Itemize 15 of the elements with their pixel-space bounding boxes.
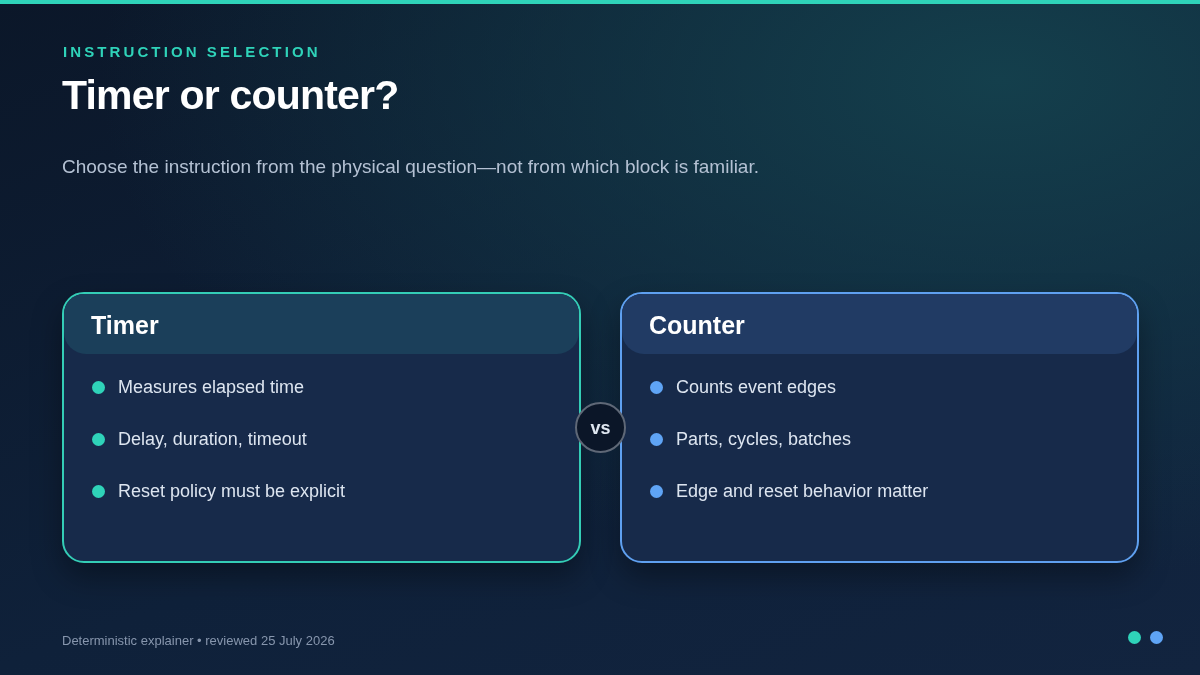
bullet-text: Reset policy must be explicit	[118, 480, 346, 502]
slide-title: Timer or counter?	[62, 71, 399, 120]
bullet-text: Counts event edges	[676, 376, 837, 398]
bullet-text: Measures elapsed time	[118, 376, 305, 398]
card-heading: Timer	[91, 310, 159, 340]
comparison-card	[62, 292, 581, 563]
subtitle: Choose the instruction from the physical question—not from which block is familiar.	[62, 155, 759, 179]
comparison-card	[620, 292, 1139, 563]
bullet-text: Parts, cycles, batches	[676, 428, 852, 450]
section-kicker: INSTRUCTION SELECTION	[63, 43, 321, 61]
card-heading: Counter	[649, 310, 745, 340]
bullet-text: Edge and reset behavior matter	[676, 480, 929, 502]
bullet-text: Delay, duration, timeout	[118, 428, 307, 450]
footer-note: Deterministic explainer • reviewed 25 July 2026	[62, 632, 335, 650]
versus-text: vs	[590, 417, 611, 438]
